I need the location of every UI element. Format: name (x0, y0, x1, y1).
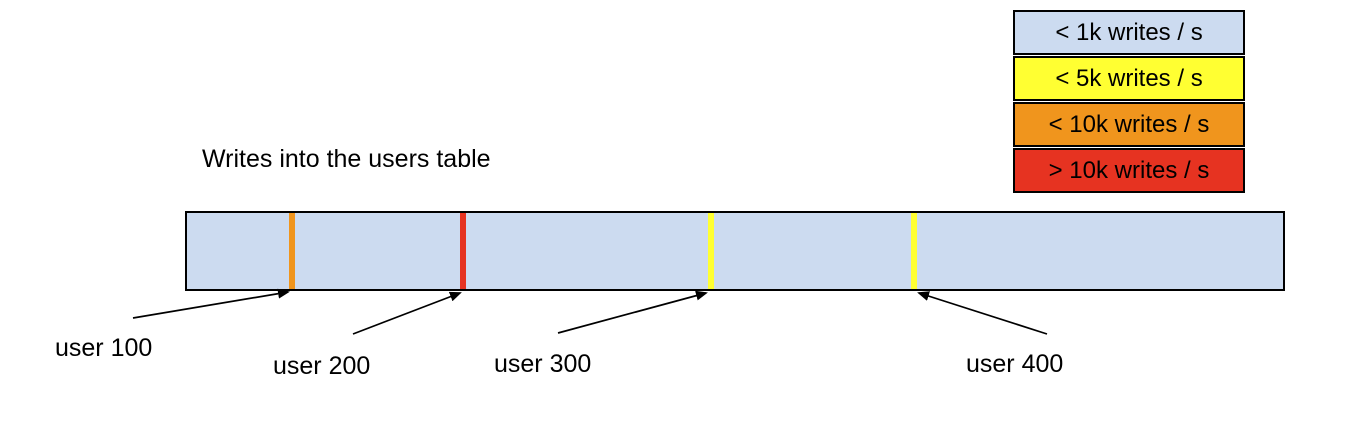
legend-item-label: < 10k writes / s (1048, 110, 1210, 138)
legend-item-label: < 5k writes / s (1055, 64, 1203, 92)
callout-arrow-user-100 (132, 288, 290, 319)
legend-item-label: > 10k writes / s (1048, 156, 1210, 184)
callout-arrow-user-400 (917, 291, 1048, 335)
diagram-title: Writes into the users table (202, 145, 491, 173)
legend-item-gt-10k: > 10k writes / s (1013, 148, 1245, 193)
callout-label-user-400: user 400 (966, 350, 1064, 378)
write-rate-marker (911, 213, 917, 289)
callout-label-user-300: user 300 (494, 350, 592, 378)
callout-arrow-user-200 (352, 291, 462, 335)
callout-label-user-200: user 200 (273, 352, 371, 380)
write-rate-marker (460, 213, 466, 289)
legend-item-lt-10k: < 10k writes / s (1013, 102, 1245, 147)
legend-item-label: < 1k writes / s (1055, 18, 1203, 46)
callout-arrow-user-300 (557, 290, 708, 334)
callout-label-user-100: user 100 (55, 334, 153, 362)
legend-item-lt-5k: < 5k writes / s (1013, 56, 1245, 101)
write-rate-marker (708, 213, 714, 289)
legend: < 1k writes / s < 5k writes / s < 10k wr… (1013, 10, 1245, 193)
users-table-bar (185, 211, 1285, 291)
legend-item-lt-1k: < 1k writes / s (1013, 10, 1245, 55)
write-rate-marker (289, 213, 295, 289)
